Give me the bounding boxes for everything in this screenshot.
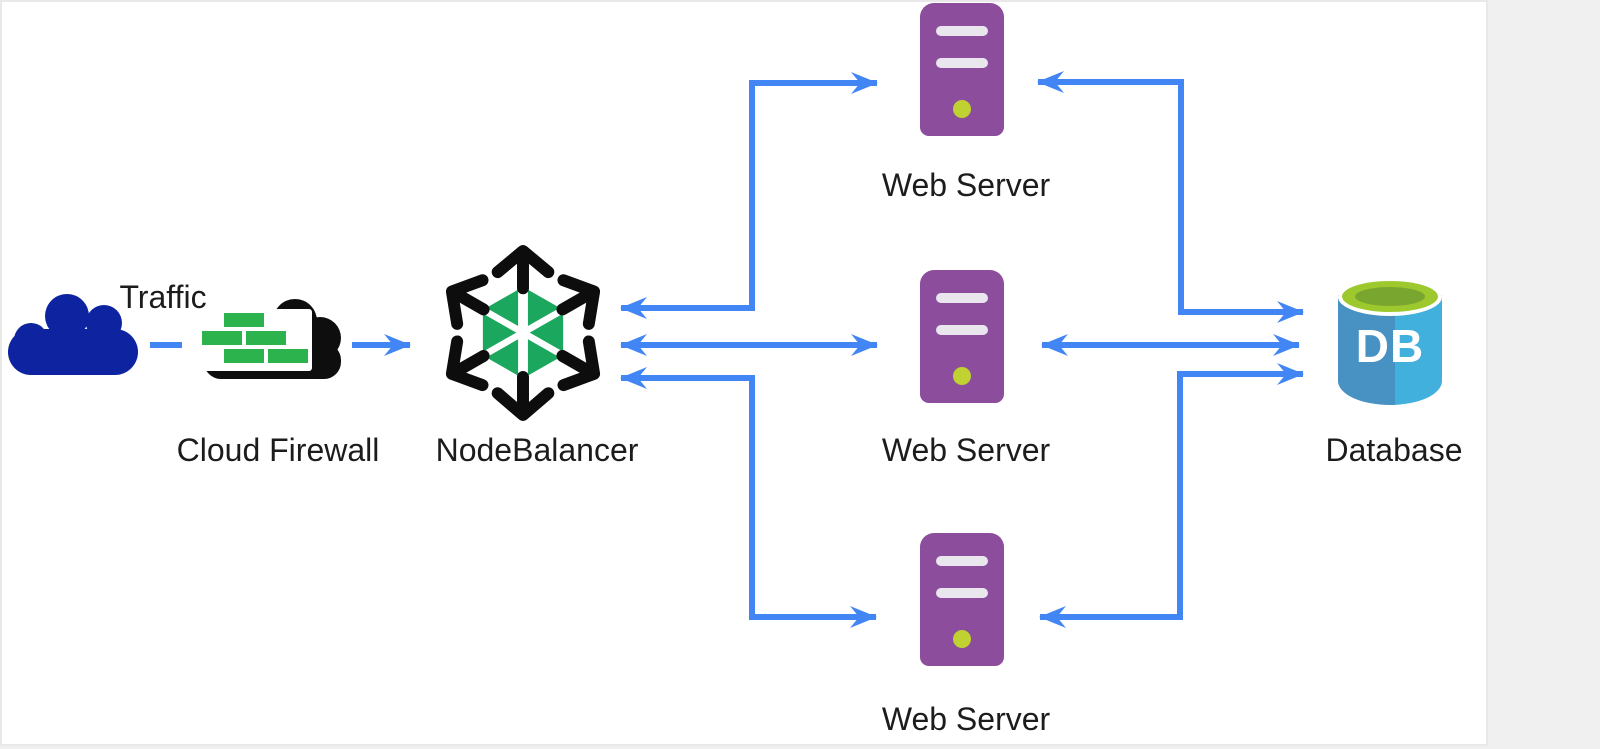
nodebalancer-node — [443, 245, 603, 421]
web-server-1-node — [920, 3, 1004, 136]
database-label: Database — [1325, 432, 1463, 468]
drive-slot — [936, 556, 988, 566]
traffic-node — [8, 285, 142, 379]
drive-slot — [936, 293, 988, 303]
database-lid-inner — [1355, 287, 1425, 306]
drive-slot — [936, 26, 988, 36]
web-server-2-node — [920, 270, 1004, 403]
web-server-3-label: Web Server — [881, 701, 1051, 737]
status-led — [953, 100, 971, 118]
status-led — [953, 630, 971, 648]
cloud-icon — [8, 294, 138, 375]
cloud-firewall-node — [198, 293, 343, 385]
drive-slot — [936, 588, 988, 598]
traffic-label: Traffic — [119, 279, 207, 315]
nodebalancer-hexagon-icon — [445, 245, 601, 421]
brick-wall — [202, 313, 308, 363]
cloud-firewall-label: Cloud Firewall — [176, 432, 380, 468]
nodebalancer-label: NodeBalancer — [435, 432, 639, 468]
db-badge-text: DB — [1355, 320, 1425, 372]
web-server-1-label: Web Server — [881, 167, 1051, 203]
firewall-cloud-icon — [198, 299, 341, 379]
web-server-3-node — [920, 533, 1004, 666]
database-node: DB — [1338, 278, 1442, 405]
drive-slot — [936, 325, 988, 335]
web-server-2-label: Web Server — [881, 432, 1051, 468]
drive-slot — [936, 58, 988, 68]
status-led — [953, 367, 971, 385]
